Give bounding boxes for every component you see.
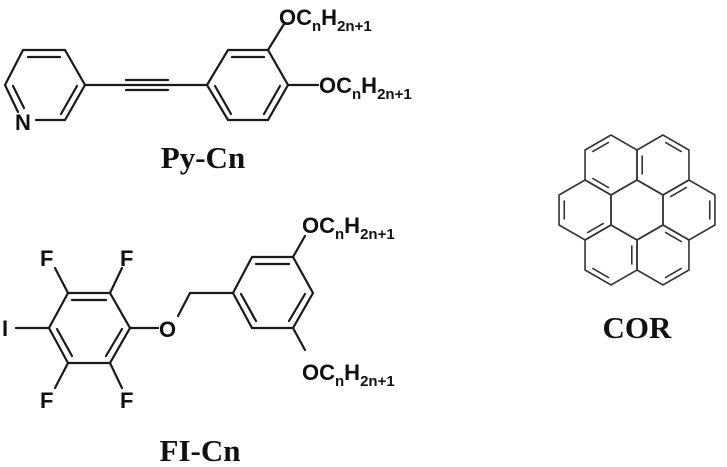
double-bond-line xyxy=(669,186,688,198)
coronene-ring xyxy=(662,179,716,241)
dialkoxybenzyl-ring xyxy=(231,234,315,352)
fluorine-atom: F xyxy=(40,246,53,271)
double-bond-line xyxy=(591,267,610,279)
coronene-ring xyxy=(610,179,664,241)
fi-cn-label: FI-Cn xyxy=(160,433,241,467)
pyridine-ring xyxy=(3,48,87,122)
alkoxy-substituent: OCnH2n+1 xyxy=(302,360,395,390)
fluorine-atom: F xyxy=(40,388,53,413)
alkoxy-substituent: OCnH2n+1 xyxy=(279,5,372,35)
fluorine-atom: F xyxy=(120,246,133,271)
alkyne-bond xyxy=(83,78,209,92)
coronene-ring xyxy=(584,224,638,286)
alkoxy-substituent: OCnH2n+1 xyxy=(302,213,395,243)
coronene-ring xyxy=(636,134,690,196)
oxygen-atom: O xyxy=(159,317,176,342)
double-bond-line xyxy=(591,141,610,153)
coronene-ring xyxy=(558,179,612,241)
double-bond-line xyxy=(664,231,683,243)
nitrogen-atom: N xyxy=(15,110,31,135)
double-bond-line xyxy=(664,141,683,153)
iodine-atom: I xyxy=(2,316,8,341)
py-cn-label: Py-Cn xyxy=(161,140,245,175)
double-bond-line xyxy=(664,267,683,279)
alkoxy-substituent: OCnH2n+1 xyxy=(319,73,412,103)
double-bond-line xyxy=(591,177,610,189)
cor-label: COR xyxy=(603,310,673,345)
double-bond-line xyxy=(586,222,605,234)
coronene-structure xyxy=(558,134,716,286)
fluorine-atom: F xyxy=(120,388,133,413)
coronene-ring xyxy=(636,224,690,286)
py-cn-structure: N OCnH2n+1 OCnH2n+1 Py-Cn xyxy=(3,5,412,175)
tetrafluoroiodophenyl-ring xyxy=(14,266,235,390)
benzene-ring xyxy=(205,22,320,122)
coronene-ring xyxy=(584,134,638,196)
fi-cn-structure: F F F F I O OCnH2n+1 OCnH2n+1 FI-Cn xyxy=(2,213,395,467)
